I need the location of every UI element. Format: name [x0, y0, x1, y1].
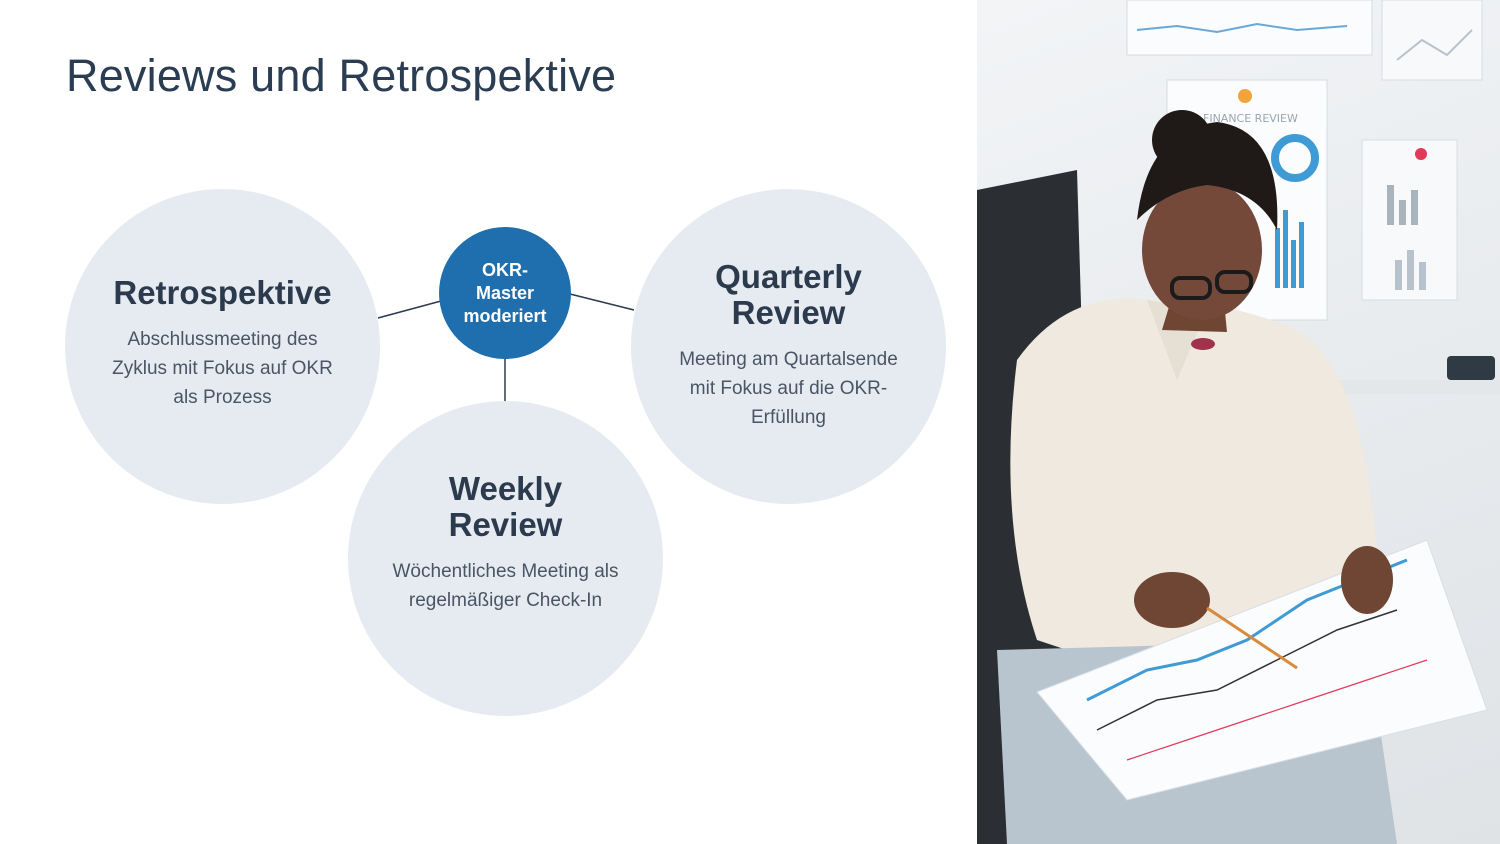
hub-line1: OKR- — [482, 259, 528, 282]
retrospektive-description: Abschlussmeeting des Zyklus mit Fokus au… — [101, 325, 344, 412]
retrospektive-node: Retrospektive Abschlussmeeting des Zyklu… — [65, 189, 380, 504]
quarterly-title-line1: Quarterly — [715, 258, 862, 295]
hub-line2: Master — [476, 282, 534, 305]
weekly-review-title: Weekly Review — [449, 471, 563, 543]
weekly-title-line1: Weekly — [449, 470, 562, 507]
connector-hub-quarterly — [570, 294, 634, 310]
quarterly-review-title: Quarterly Review — [715, 259, 862, 331]
quarterly-review-description: Meeting am Quartalsende mit Fokus auf di… — [671, 345, 906, 432]
photo-illustration: FINANCE REVIEW — [977, 0, 1500, 844]
retrospektive-title: Retrospektive — [113, 275, 331, 311]
weekly-title-line2: Review — [449, 506, 563, 543]
quarterly-review-node: Quarterly Review Meeting am Quartalsende… — [631, 189, 946, 504]
okr-master-hub: OKR- Master moderiert — [439, 227, 571, 359]
woman-reviewing-charts-photo: FINANCE REVIEW — [977, 0, 1500, 844]
weekly-review-description: Wöchentliches Meeting als regelmäßiger C… — [388, 557, 623, 615]
quarterly-title-line2: Review — [732, 294, 846, 331]
weekly-review-node: Weekly Review Wöchentliches Meeting als … — [348, 401, 663, 716]
connector-hub-retrospektive — [378, 301, 441, 318]
hub-line3: moderiert — [463, 305, 546, 328]
